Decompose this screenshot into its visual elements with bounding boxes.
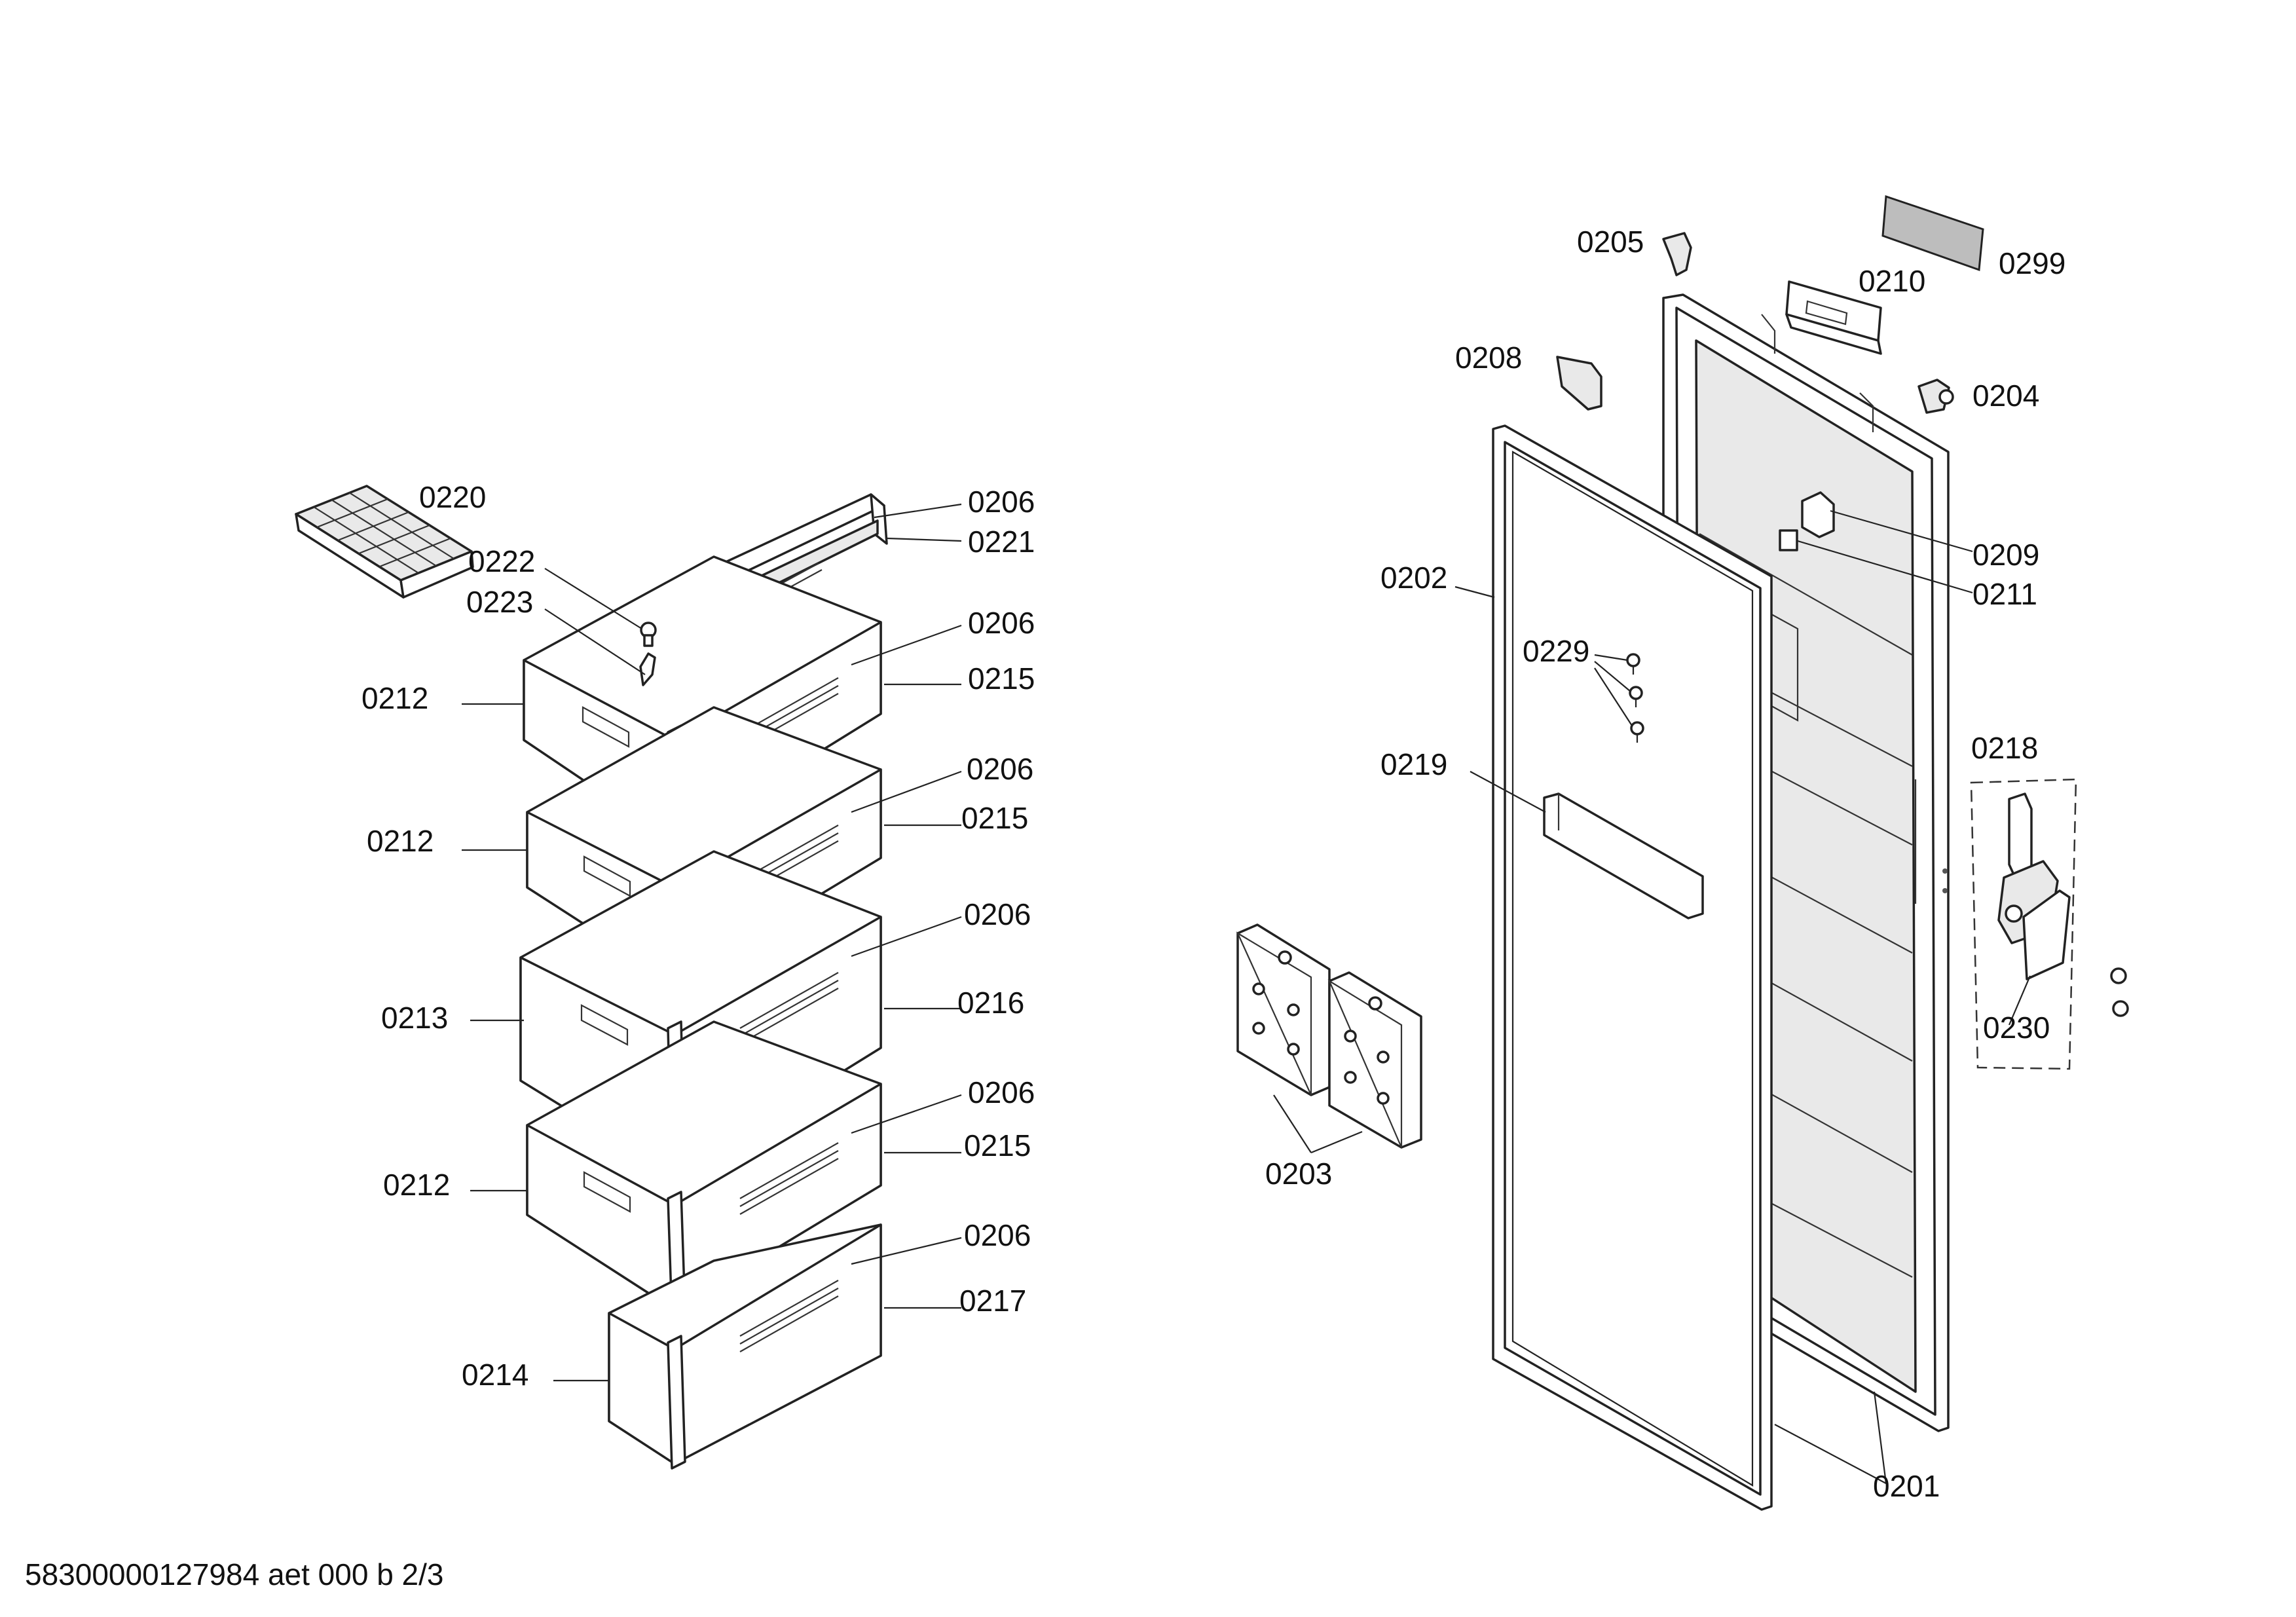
part-drawer-5-bottom xyxy=(608,1223,882,1470)
label-0215-c: 0215 xyxy=(964,1128,1031,1162)
label-0299: 0299 xyxy=(1999,246,2065,280)
label-0206-b: 0206 xyxy=(968,606,1035,640)
part-drawer-4 xyxy=(526,1020,882,1316)
part-latch-0209 xyxy=(1801,491,1835,538)
part-grille-0299 xyxy=(1881,195,1984,272)
label-0204: 0204 xyxy=(1972,379,2039,413)
label-0211: 0211 xyxy=(1972,577,2037,611)
label-0214: 0214 xyxy=(462,1358,528,1392)
part-cover-0210 xyxy=(1785,280,1882,355)
part-hinge-0204 xyxy=(1917,379,1954,414)
label-0230: 0230 xyxy=(1983,1011,2050,1045)
label-0220: 0220 xyxy=(419,480,486,514)
part-cold-pack-1 xyxy=(1236,923,1331,1096)
part-cover-0208 xyxy=(1556,356,1602,411)
label-0203: 0203 xyxy=(1265,1157,1332,1191)
label-0206-f: 0206 xyxy=(964,1218,1031,1252)
leader-lines xyxy=(462,503,2031,1484)
part-screws-0230 xyxy=(2110,967,2129,1017)
label-0229: 0229 xyxy=(1523,634,1589,668)
label-0215-b: 0215 xyxy=(961,801,1028,835)
part-cold-pack-2 xyxy=(1327,971,1422,1149)
label-0222: 0222 xyxy=(468,544,535,578)
label-0206-a: 0206 xyxy=(968,485,1035,519)
label-0212-a: 0212 xyxy=(361,681,428,715)
label-0201: 0201 xyxy=(1873,1469,1940,1503)
part-handle-0219 xyxy=(1543,792,1704,920)
label-0205: 0205 xyxy=(1577,225,1644,259)
label-0209: 0209 xyxy=(1972,538,2039,572)
label-0218: 0218 xyxy=(1971,731,2038,765)
part-hinge-0205 xyxy=(1662,232,1692,276)
label-0206-d: 0206 xyxy=(964,897,1031,931)
label-0206-c: 0206 xyxy=(967,752,1033,786)
label-0219: 0219 xyxy=(1380,747,1447,781)
label-0215-a: 0215 xyxy=(968,661,1035,696)
document-reference: 58300000127984 aet 000 b 2/3 xyxy=(25,1557,444,1591)
label-0216: 0216 xyxy=(957,986,1024,1020)
part-hinge-assembly-0218 xyxy=(1970,778,2077,1070)
part-screws-0229 xyxy=(1626,653,1644,743)
label-0217: 0217 xyxy=(959,1284,1026,1318)
label-0212-b: 0212 xyxy=(367,824,434,858)
part-clip-0222 xyxy=(640,622,657,647)
label-0206-e: 0206 xyxy=(968,1075,1035,1109)
part-clip-0223 xyxy=(639,652,656,686)
part-labels: 0220 0222 0223 0206 0221 0206 0215 0212 … xyxy=(361,225,2065,1503)
label-0223: 0223 xyxy=(466,585,533,619)
part-latch-0211 xyxy=(1779,529,1798,551)
part-ice-tray xyxy=(295,485,474,599)
part-door-seal xyxy=(1492,424,1773,1511)
label-0208: 0208 xyxy=(1455,341,1522,375)
label-0213: 0213 xyxy=(381,1001,448,1035)
label-0212-c: 0212 xyxy=(383,1168,450,1202)
label-0202: 0202 xyxy=(1380,561,1447,595)
label-0221: 0221 xyxy=(968,525,1035,559)
label-0210: 0210 xyxy=(1859,264,1925,298)
